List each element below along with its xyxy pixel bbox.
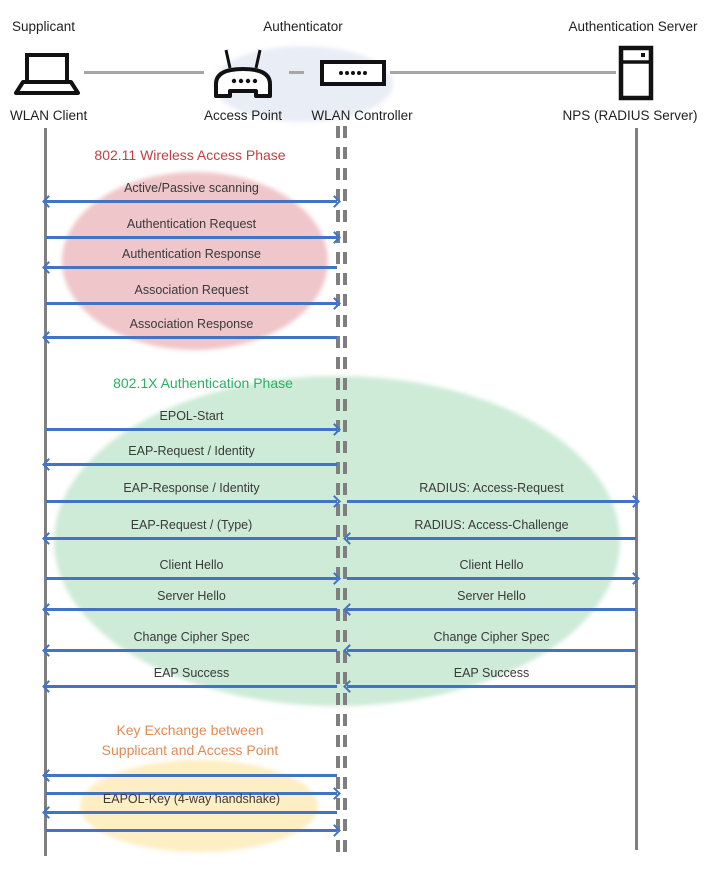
message-arrow — [343, 531, 636, 545]
message-arrow — [343, 679, 636, 693]
message-label: EAP Success — [153, 666, 230, 680]
laptop-icon — [13, 52, 81, 103]
lifeline-radius-server — [635, 128, 638, 850]
message-arrow — [42, 768, 337, 782]
message-arrow — [343, 602, 636, 616]
message-label: Authentication Request — [126, 217, 257, 231]
message-arrow — [42, 457, 337, 471]
message-arrow — [46, 786, 341, 800]
lifeline-wlan-controller-dashed — [336, 126, 340, 852]
message-label: Association Request — [134, 283, 249, 297]
message-arrow — [46, 494, 341, 508]
message-arrow — [347, 494, 640, 508]
message-label: EAP Success — [453, 666, 530, 680]
device-label-access-point: Access Point — [203, 108, 283, 123]
message-arrow — [42, 805, 337, 819]
message-label: EAP-Response / Identity — [123, 481, 260, 495]
lifeline-wlan-controller-dashed — [343, 126, 347, 852]
connector-line — [390, 71, 616, 74]
message-label: EPOL-Start — [159, 409, 224, 423]
device-label-wlan-controller: WLAN Controller — [311, 108, 413, 123]
phase1-title: 802.11 Wireless Access Phase — [94, 147, 286, 163]
message-label: Server Hello — [157, 589, 226, 603]
message-label: Authentication Response — [122, 247, 261, 261]
message-label: Client Hello — [459, 558, 524, 572]
device-label-wlan-client: WLAN Client — [10, 108, 88, 123]
message-arrow — [42, 330, 337, 344]
phase3-title-line1: Key Exchange between — [116, 722, 264, 738]
role-label-supplicant: Supplicant — [12, 19, 76, 34]
message-arrow — [343, 643, 636, 657]
role-label-authentication-server: Authentication Server — [568, 19, 698, 34]
message-arrow — [347, 571, 640, 585]
phase2-title: 802.1X Authentication Phase — [113, 375, 293, 391]
message-arrow — [46, 296, 341, 310]
message-label: EAP-Request / (Type) — [130, 518, 253, 532]
message-label: Server Hello — [457, 589, 526, 603]
message-arrow — [46, 230, 341, 244]
lifeline-wlan-client — [44, 128, 47, 856]
role-label-authenticator: Authenticator — [263, 19, 343, 34]
message-label: Association Response — [129, 317, 254, 331]
message-arrow — [42, 643, 337, 657]
message-arrow — [46, 823, 341, 837]
message-label: RADIUS: Access-Challenge — [414, 518, 569, 532]
message-label: RADIUS: Access-Request — [419, 481, 564, 495]
message-arrow — [42, 679, 337, 693]
connector-line — [84, 71, 204, 74]
access-point-icon — [206, 48, 280, 105]
message-arrow — [42, 602, 337, 616]
phase3-title-line2: Supplicant and Access Point — [101, 741, 279, 758]
message-arrow — [42, 260, 337, 274]
message-arrow — [42, 194, 341, 208]
message-label: Change Cipher Spec — [133, 630, 250, 644]
message-arrow — [46, 422, 341, 436]
message-arrow — [46, 571, 341, 585]
message-label: Active/Passive scanning — [124, 181, 259, 195]
message-label: EAP-Request / Identity — [128, 444, 255, 458]
message-label: Change Cipher Spec — [433, 630, 550, 644]
message-arrow — [42, 531, 337, 545]
message-label: Client Hello — [159, 558, 224, 572]
wlan-controller-icon — [320, 60, 386, 91]
connector-line — [289, 71, 304, 74]
message-label: EAPOL-Key (4-way handshake) — [102, 792, 281, 806]
phase3-title: Key Exchange between Supplicant and Acce… — [45, 721, 335, 760]
server-icon — [618, 45, 654, 106]
device-label-nps: NPS (RADIUS Server) — [562, 108, 698, 123]
